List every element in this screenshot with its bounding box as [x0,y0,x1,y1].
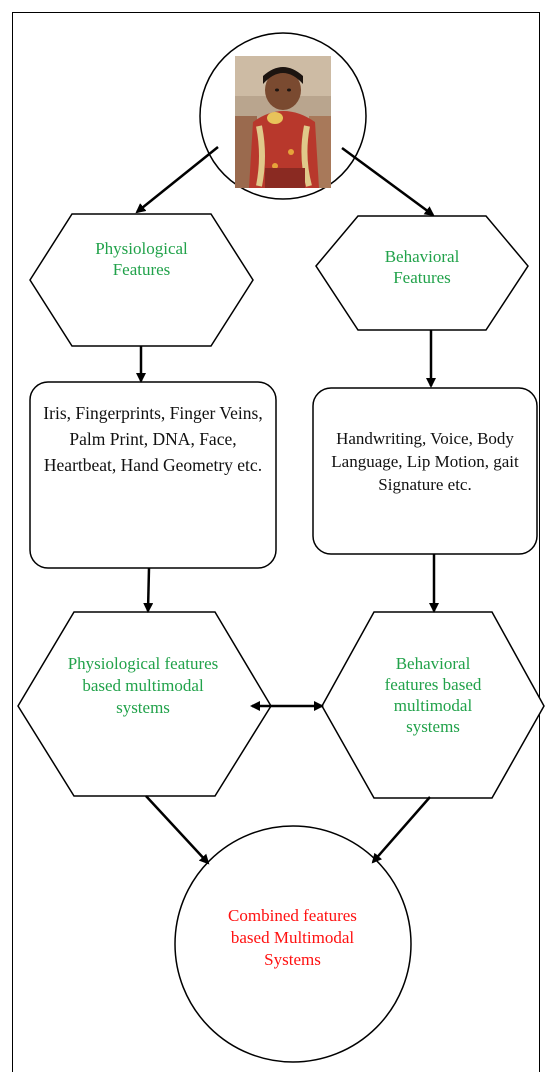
arrow-photo-to-physiological [135,146,219,214]
arrow-behavioral-systems-to-combined [371,796,431,864]
behavioral-examples-box [312,387,538,555]
physiological-features-hexagon [29,213,254,347]
arrow-photo-to-behavioral [341,146,435,217]
combined-systems-label: Combined features based Multimodal Syste… [228,906,357,969]
physiological-examples-text: Iris, Fingerprints, Finger Veins, Palm P… [43,403,263,475]
behavioral-systems-hexagon [321,611,545,799]
behavioral-examples-text: Handwriting, Voice, Body Language, Lip M… [331,429,519,494]
arrow-physiological-examples-to-systems [143,567,154,613]
behavioral-features-label: Behavioral Features [384,247,460,287]
child-photo [235,56,331,188]
diagram-frame [12,12,540,1072]
behavioral-systems-label: Behavioral features based multimodal sys… [384,654,482,736]
physiological-examples-box [29,381,277,569]
physiological-systems-label: Physiological features based multimodal … [67,654,219,717]
combined-systems-circle [174,825,412,1063]
arrow-physiological-systems-to-combined [145,795,210,865]
behavioral-features-hexagon [315,215,529,331]
physiological-features-label: Physiological Features [95,239,188,279]
